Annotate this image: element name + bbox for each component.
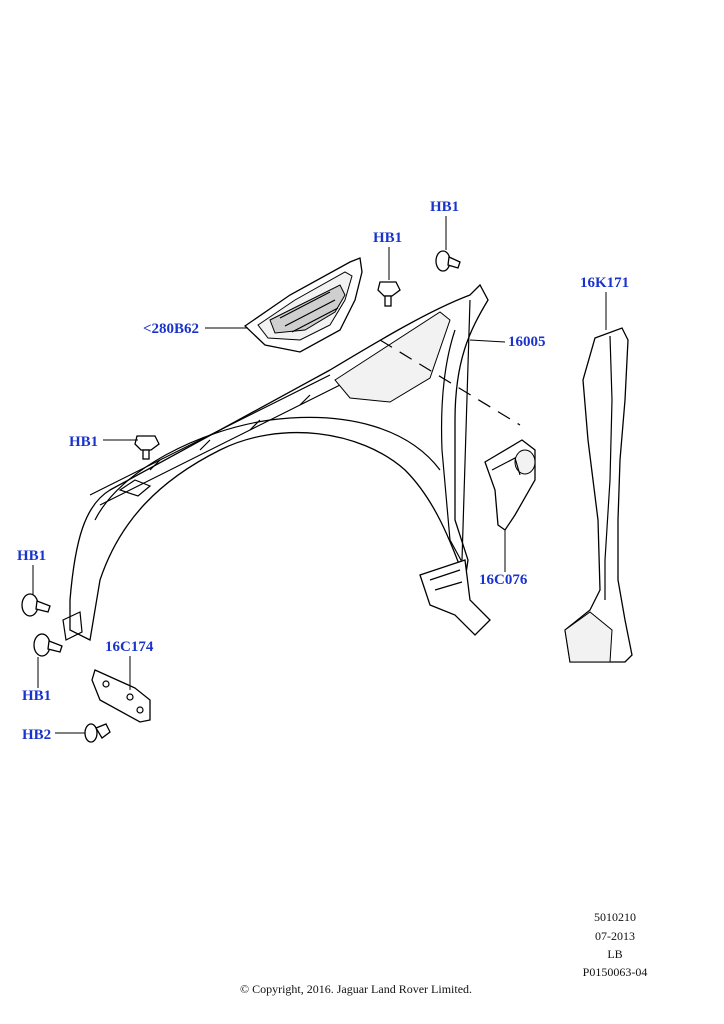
- lower-fender-mount: [419, 559, 491, 636]
- illustration-id: P0150063-04: [582, 965, 648, 979]
- ref-number: 5010210: [594, 910, 636, 924]
- rear-bracket: [484, 439, 536, 531]
- date-code: 07-2013: [595, 929, 635, 943]
- fastener-hb1-left-upper: [134, 435, 160, 460]
- callout-liner[interactable]: 16K171: [580, 275, 630, 291]
- front-fender-panel: [62, 283, 489, 641]
- fastener-hb1-left-lower: [33, 633, 63, 657]
- callout-hb1-top-right[interactable]: HB1: [430, 199, 460, 215]
- leader-lines: [32, 216, 607, 734]
- callout-vent[interactable]: <280B62: [143, 321, 200, 337]
- callout-fender[interactable]: 16005: [508, 334, 546, 350]
- side-vent-grille: [243, 257, 363, 353]
- wheel-arch-liner: [564, 327, 633, 663]
- fastener-hb1-top-right: [435, 250, 461, 272]
- callout-hb1-top-mid[interactable]: HB1: [373, 230, 403, 246]
- copyright-notice: © Copyright, 2016. Jaguar Land Rover Lim…: [239, 982, 473, 996]
- region-code: LB: [607, 947, 623, 961]
- callout-bracket-front[interactable]: 16C174: [105, 639, 154, 655]
- front-bracket: [91, 669, 151, 723]
- callout-bracket-rear[interactable]: 16C076: [479, 572, 528, 588]
- callout-hb2[interactable]: HB2: [22, 727, 52, 743]
- fastener-hb1-top-mid: [377, 281, 401, 307]
- callout-hb1-left-upper[interactable]: HB1: [69, 434, 99, 450]
- fastener-hb1-left-side: [21, 593, 51, 617]
- assembly-dash-line: [379, 339, 521, 426]
- callout-hb1-left-side[interactable]: HB1: [17, 548, 47, 564]
- callout-hb1-left-lower[interactable]: HB1: [22, 688, 52, 704]
- fastener-hb2: [84, 723, 111, 743]
